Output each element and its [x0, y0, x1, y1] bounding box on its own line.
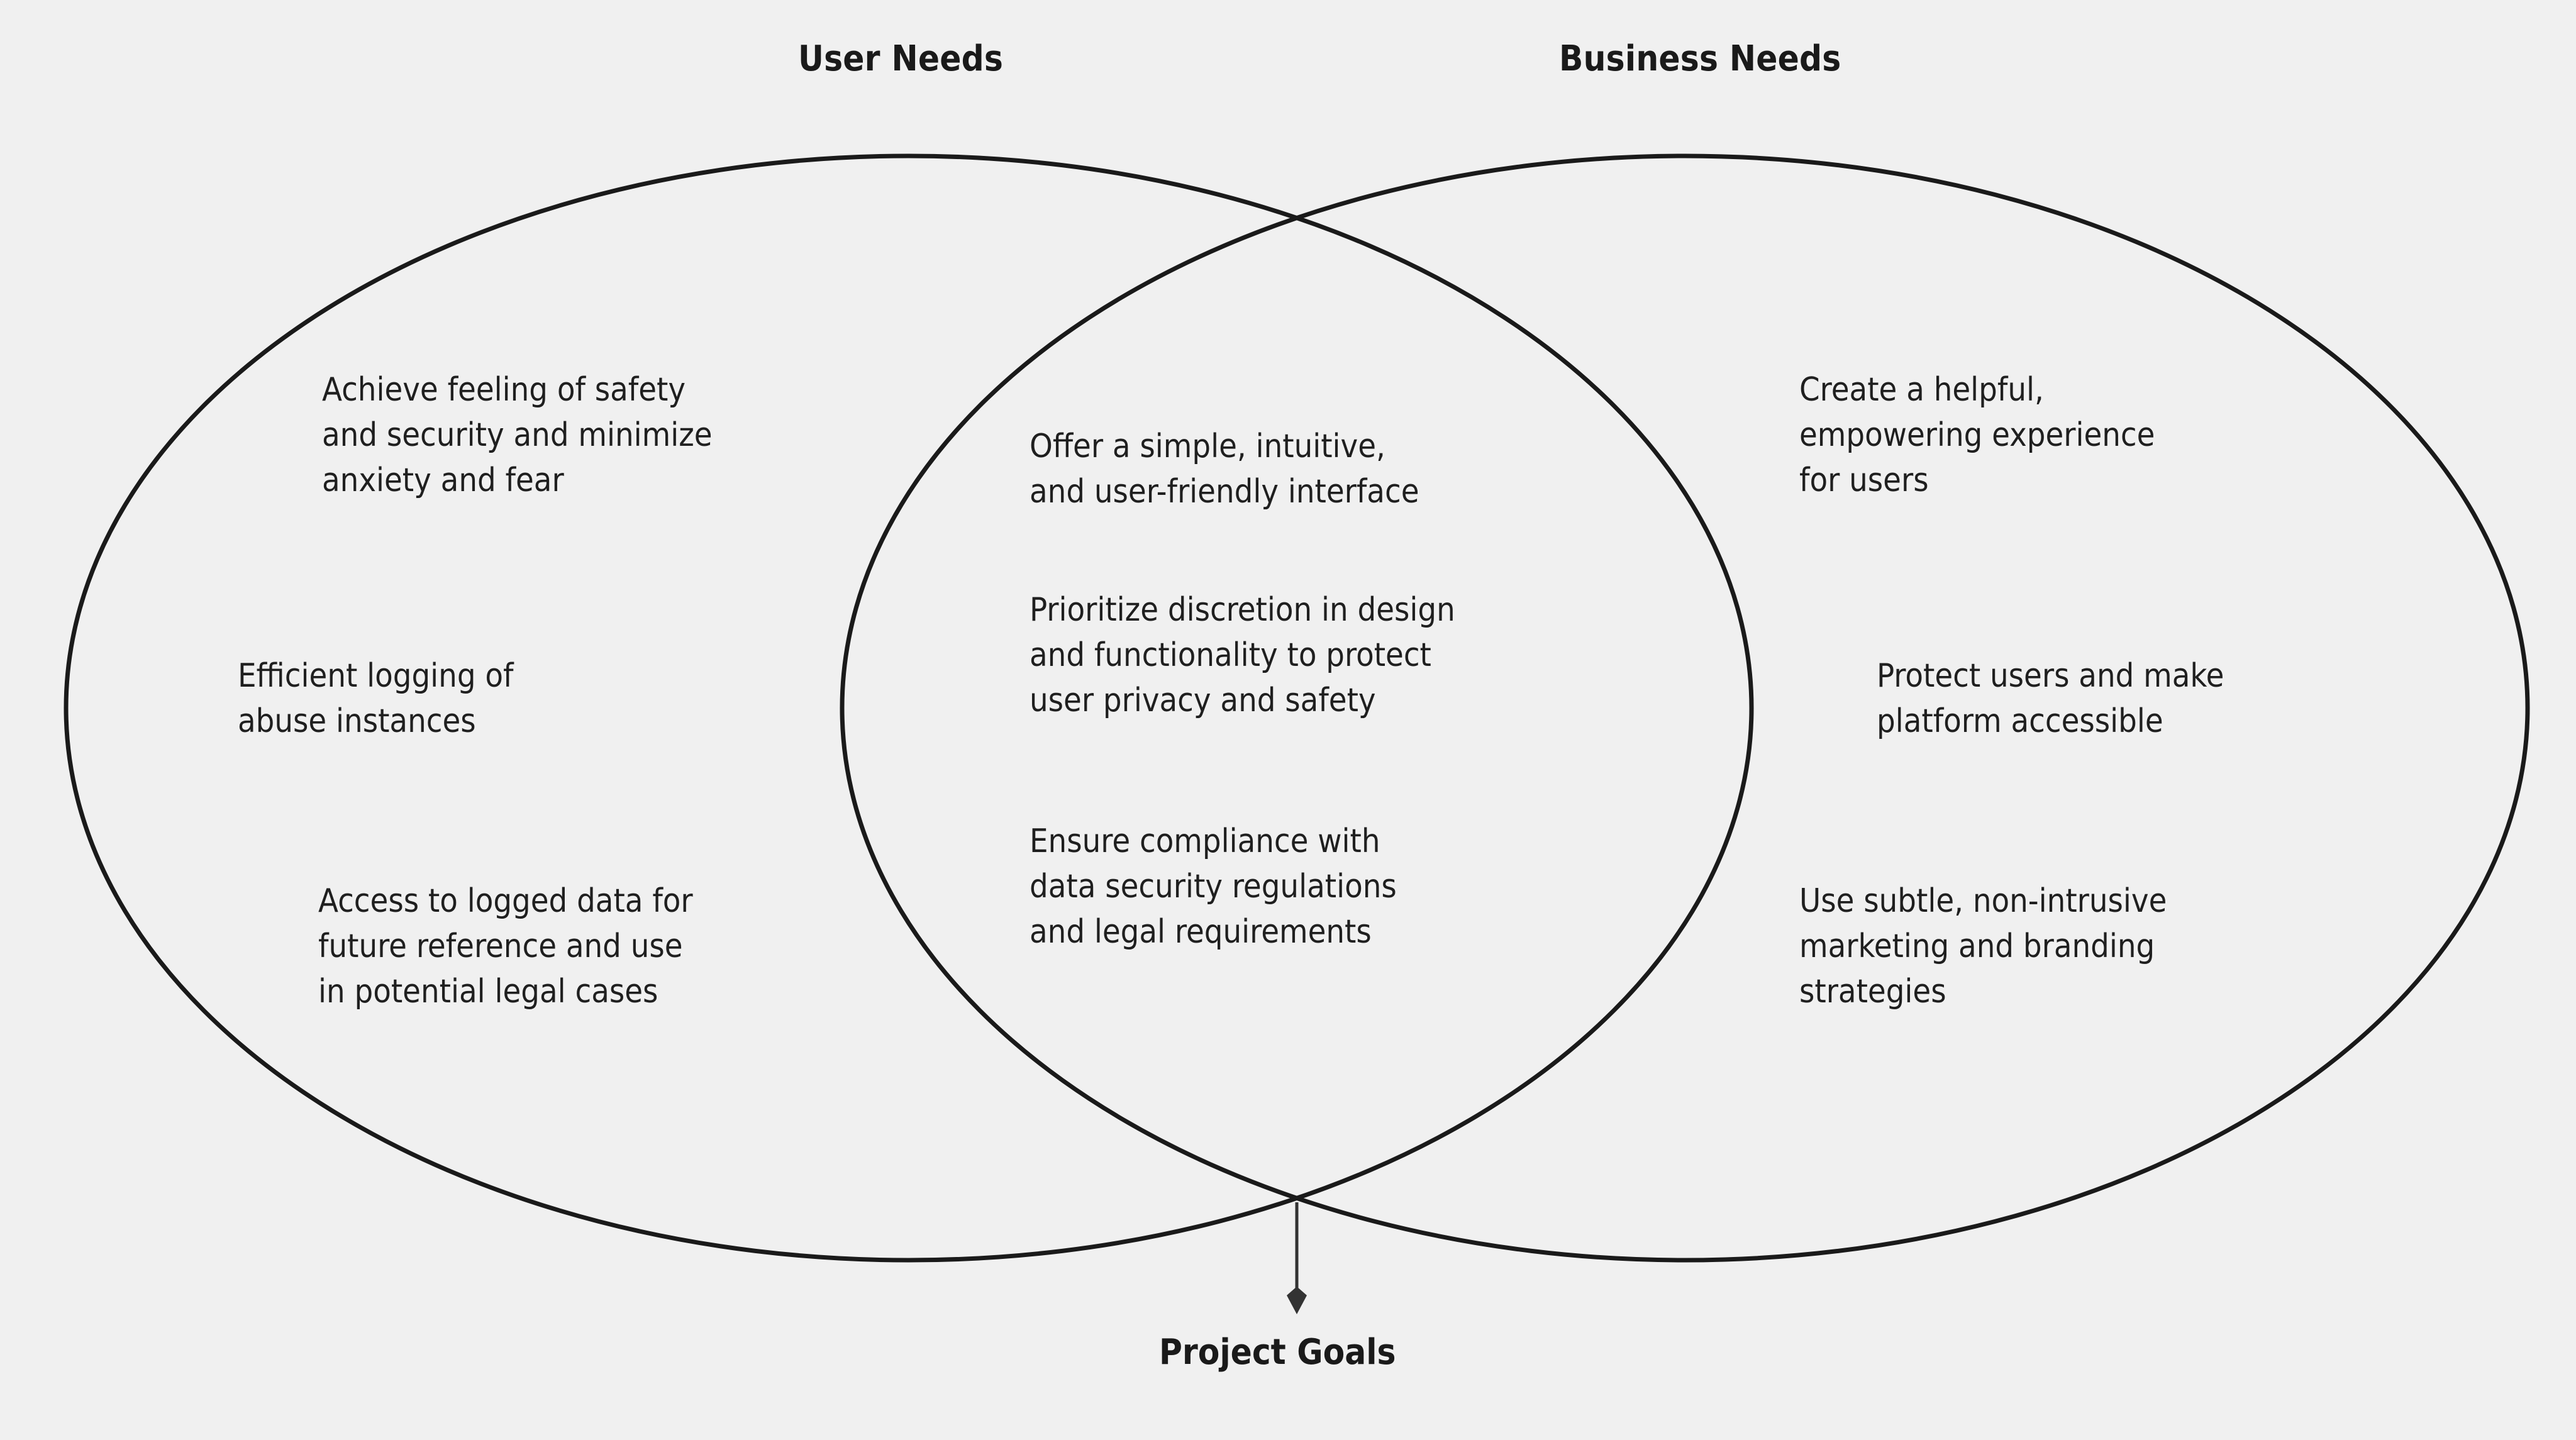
- right-set-title: Business Needs: [1559, 38, 1841, 79]
- left-set-item: Efficient logging of abuse instances: [238, 657, 514, 740]
- intersection-item: Offer a simple, intuitive, and user-frie…: [1030, 428, 1419, 511]
- left-set-item: Access to logged data for future referen…: [318, 882, 693, 1011]
- left-set-title: User Needs: [798, 38, 1004, 79]
- outcome-arrow-head-icon: [1287, 1287, 1307, 1314]
- right-set-item: Use subtle, non-intrusive marketing and …: [1799, 882, 2167, 1011]
- right-set-item: Protect users and make platform accessib…: [1877, 657, 2224, 740]
- right-set-ellipse[interactable]: [840, 153, 2530, 1263]
- left-set-ellipse[interactable]: [64, 153, 1754, 1263]
- right-set-item: Create a helpful, empowering experience …: [1799, 371, 2155, 499]
- intersection-item: Prioritize discretion in design and func…: [1030, 591, 1455, 719]
- intersection-item: Ensure compliance with data security reg…: [1030, 822, 1397, 951]
- left-set-item: Achieve feeling of safety and security a…: [322, 371, 713, 499]
- outcome-label: Project Goals: [1159, 1332, 1396, 1373]
